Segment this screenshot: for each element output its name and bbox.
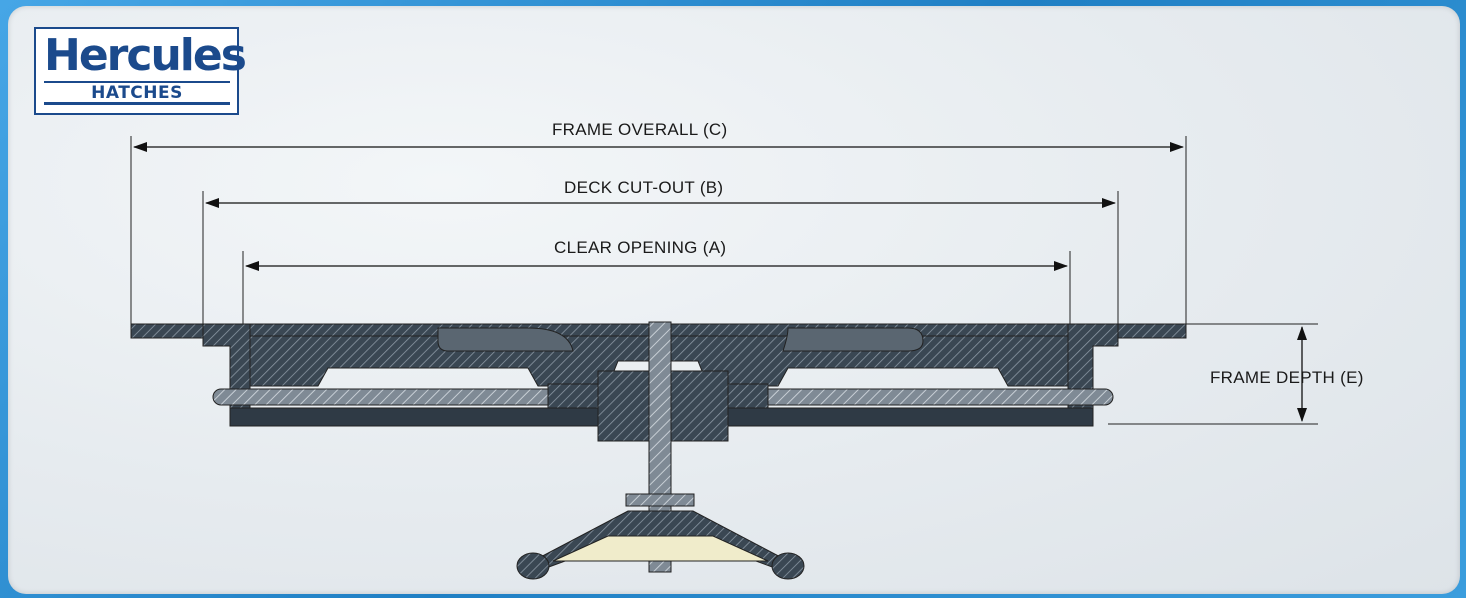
frame-depth-label: FRAME DEPTH (E) (1210, 368, 1364, 387)
extension-lines (130, 136, 1318, 425)
handwheel (516, 510, 805, 580)
logo-brand-text: Hercules (44, 30, 247, 81)
frame-overall-label: FRAME OVERALL (C) (552, 120, 728, 139)
drawing-panel: Hercules HATCHES (8, 6, 1460, 594)
clear-opening-label: CLEAR OPENING (A) (554, 238, 727, 257)
hercules-hatches-logo: Hercules HATCHES (34, 27, 247, 115)
deck-cut-out-label: DECK CUT-OUT (B) (564, 178, 724, 197)
hatch-cross-section-diagram (130, 136, 1318, 580)
locking-dog-bars (212, 370, 1114, 442)
central-spindle (625, 321, 695, 573)
logo-subtitle-text: HATCHES (91, 83, 183, 103)
logo-divider (44, 81, 230, 105)
